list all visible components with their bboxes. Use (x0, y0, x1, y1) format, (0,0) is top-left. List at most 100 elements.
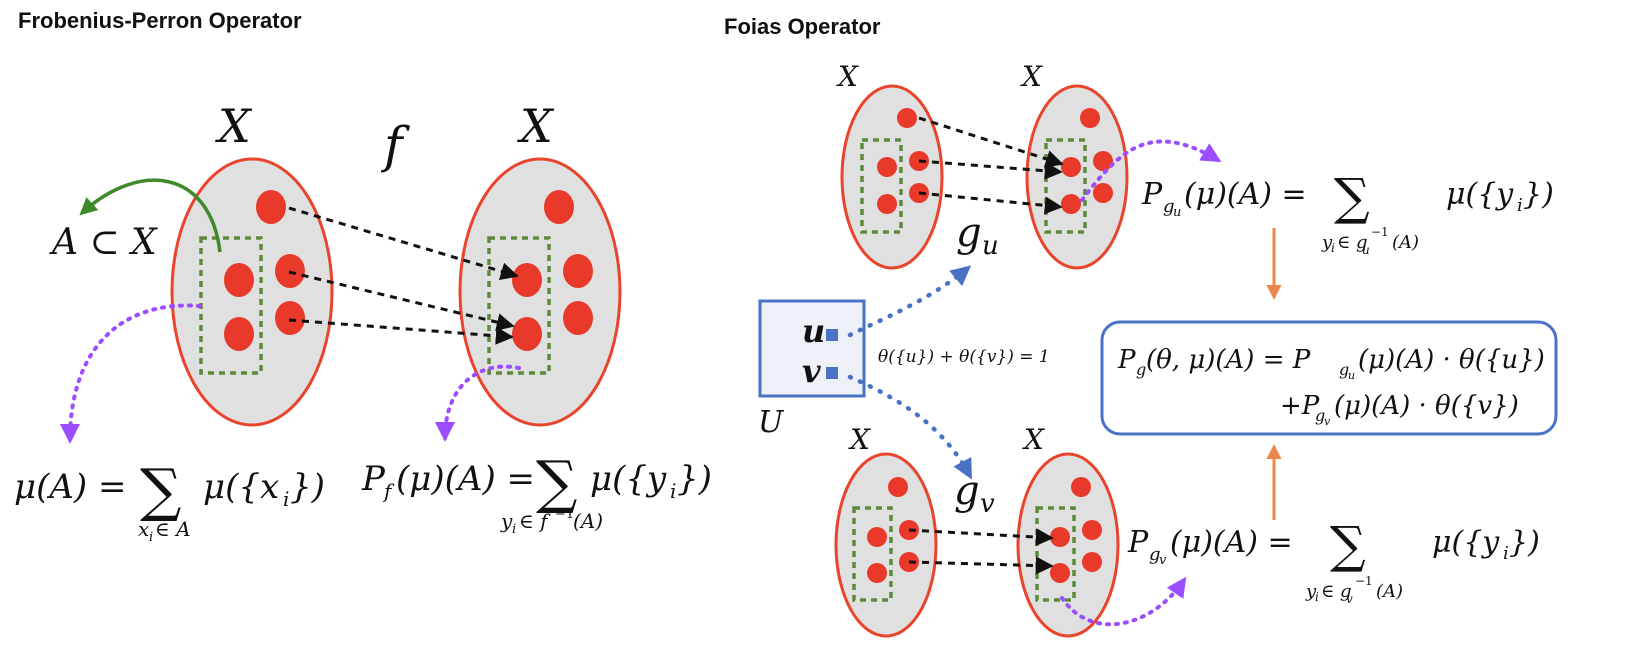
codomain-set-ellipse-v (1016, 452, 1120, 638)
svg-text:g: g (1136, 360, 1146, 379)
set-label: X (848, 423, 871, 456)
codomain-point (1093, 183, 1113, 203)
domain-point (888, 477, 908, 497)
svg-text:f: f (382, 479, 395, 503)
svg-text:μ({y: μ({y (1432, 525, 1500, 560)
svg-text:(A): (A) (573, 509, 603, 533)
svg-text:∈ g: ∈ g (1337, 232, 1368, 253)
right-set-label: X (517, 99, 555, 153)
svg-text:}): }) (1509, 525, 1540, 560)
svg-text:(μ)(A) =: (μ)(A) = (1184, 177, 1307, 212)
svg-text:μ({y: μ({y (1446, 177, 1514, 212)
svg-text:g: g (1339, 360, 1349, 379)
control-u-arrow (847, 265, 972, 338)
domain-point (275, 301, 305, 335)
svg-text:P: P (1117, 345, 1136, 375)
svg-text:∑: ∑ (1330, 516, 1366, 574)
svg-text:y: y (1321, 232, 1333, 253)
svg-text:(μ)(A) =: (μ)(A) = (396, 459, 535, 499)
codomain-point (512, 263, 542, 297)
codomain-point (1082, 552, 1102, 572)
codomain-point (1061, 194, 1081, 214)
domain-point (877, 157, 897, 177)
map-f-label: f (380, 116, 410, 174)
svg-text:∈ g: ∈ g (1321, 581, 1352, 602)
map-arrow (908, 528, 1054, 547)
svg-text:−1: −1 (1355, 574, 1373, 588)
codomain-point (1061, 157, 1081, 177)
svg-text:+P: +P (1280, 391, 1320, 421)
svg-text:x: x (138, 517, 149, 541)
set-label: X (836, 60, 859, 93)
svg-text:}): }) (290, 467, 325, 507)
svg-text:μ({y: μ({y (590, 459, 667, 499)
svg-text:(μ)(A) · θ({v}): (μ)(A) · θ({v}) (1334, 391, 1519, 421)
svg-text:i: i (670, 479, 676, 503)
domain-point (867, 563, 887, 583)
codomain-point (1080, 108, 1100, 128)
foias-formula-line-2: +P g v (μ)(A) · θ({v}) (1280, 391, 1519, 428)
svg-text:i: i (1503, 543, 1509, 564)
pgv-formula: P g v (μ)(A) = ∑ μ({y i }) y i ∈ g v −1 … (1127, 516, 1540, 606)
svg-text:u: u (1362, 243, 1370, 257)
domain-point (897, 108, 917, 128)
svg-text:v: v (1324, 415, 1331, 428)
control-v-point (826, 367, 838, 379)
map-arrow (908, 556, 1054, 575)
codomain-point (1093, 151, 1113, 171)
svg-text:i: i (1517, 195, 1523, 216)
control-u-label: u (802, 312, 825, 350)
domain-set-ellipse (170, 157, 334, 427)
svg-text:i: i (1331, 241, 1335, 255)
domain-point (224, 317, 254, 351)
subset-label: A ⊂ X (49, 222, 158, 263)
codomain-point (1082, 520, 1102, 540)
codomain-set-ellipse-u (1025, 84, 1129, 270)
svg-text:μ(A) =: μ(A) = (14, 467, 126, 507)
codomain-set-ellipse (458, 157, 622, 427)
left-set-label: X (215, 99, 253, 153)
pushforward-indicator-arrow (1080, 139, 1222, 202)
svg-text:y: y (500, 509, 513, 533)
svg-text:P: P (1127, 525, 1149, 560)
control-u-point (826, 329, 838, 341)
svg-text:∑: ∑ (140, 456, 181, 524)
map-arrow (288, 318, 514, 345)
map-gu-sub: u (982, 231, 999, 261)
svg-text:∈ f: ∈ f (519, 509, 551, 533)
map-arrow (288, 206, 519, 280)
svg-text:}): }) (1523, 177, 1554, 212)
measure-formula: μ(A) = ∑ μ({x i }) x i ∈ A (14, 456, 325, 545)
domain-set-ellipse-u (840, 84, 944, 270)
domain-set-ellipse-v (834, 452, 938, 638)
codomain-point (563, 254, 593, 288)
codomain-point (1050, 527, 1070, 547)
svg-text:∈ A: ∈ A (155, 517, 191, 541)
map-gv-label: g (954, 468, 980, 514)
pushforward-indicator-arrow (1060, 576, 1187, 627)
svg-text:μ({x: μ({x (203, 467, 279, 507)
svg-text:(μ)(A) · θ({u}): (μ)(A) · θ({u}) (1358, 345, 1545, 375)
set-label: X (1022, 423, 1045, 456)
perron-frobenius-formula: P f (μ)(A) = ∑ μ({y i }) y i ∈ f −1 (A) (361, 448, 712, 537)
control-v-label: v (802, 352, 821, 390)
preimage-box (487, 236, 551, 375)
svg-text:}): }) (677, 459, 712, 499)
map-arrow (918, 159, 1063, 180)
domain-point (224, 263, 254, 297)
left-panel-title: Frobenius-Perron Operator (18, 8, 302, 33)
set-label: X (1020, 60, 1043, 93)
svg-text:g: g (1163, 196, 1175, 217)
svg-text:−1: −1 (1371, 225, 1389, 239)
map-gv-sub: v (980, 489, 995, 519)
foias-operator-box (1100, 320, 1558, 436)
subset-indicator-arrow (79, 178, 222, 253)
svg-text:v: v (1159, 553, 1167, 568)
svg-text:(μ)(A) =: (μ)(A) = (1170, 525, 1293, 560)
foias-formula-line-1: P g (θ, μ)(A) = P g u (μ)(A) · θ({u}) (1117, 345, 1545, 382)
codomain-point (563, 301, 593, 335)
svg-text:g: g (1149, 544, 1161, 565)
codomain-point (544, 190, 574, 224)
map-gu-label: g (956, 210, 982, 256)
